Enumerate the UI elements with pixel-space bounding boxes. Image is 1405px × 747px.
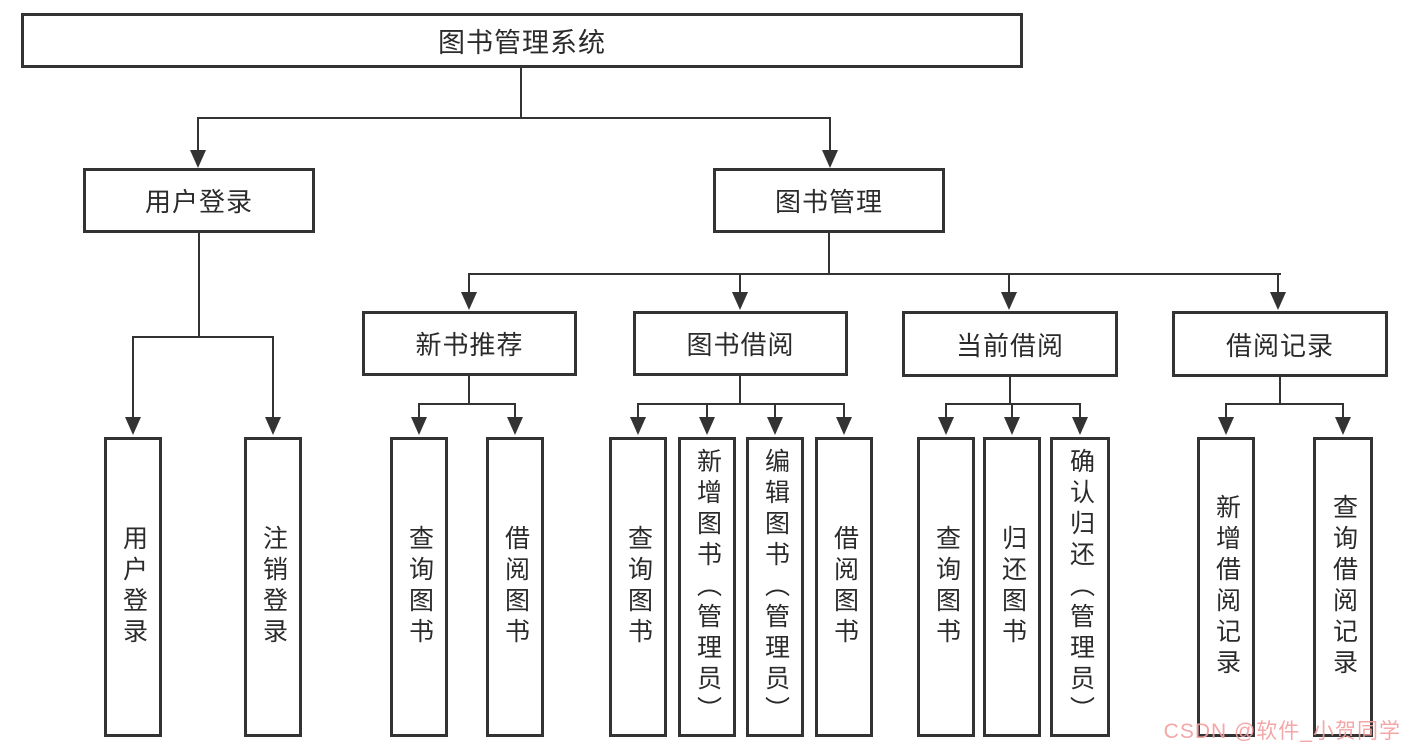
connector-line xyxy=(706,403,708,419)
arrow-down-icon xyxy=(1218,417,1234,435)
leaf-user-login: 用户登录 xyxy=(104,437,162,737)
connector-line xyxy=(1225,403,1344,405)
connector-line xyxy=(132,336,274,338)
connector-line xyxy=(774,403,776,419)
leaf-query-borrow-record: 查询借阅记录 xyxy=(1313,437,1373,737)
leaf-query-books-recommend: 查询图书 xyxy=(390,437,448,737)
leaf-edit-books-admin: 编辑图书（管理员） xyxy=(746,437,804,737)
node-book-borrow-label: 图书借阅 xyxy=(686,330,795,360)
arrow-down-icon xyxy=(767,417,783,435)
connector-line xyxy=(1011,403,1013,419)
node-current-borrow: 当前借阅 xyxy=(902,311,1118,377)
connector-line xyxy=(272,336,274,419)
arrow-down-icon xyxy=(411,417,427,435)
node-book-borrow: 图书借阅 xyxy=(633,311,848,376)
connector-line xyxy=(828,233,830,273)
connector-line xyxy=(945,403,1081,405)
connector-line xyxy=(468,273,470,294)
connector-line xyxy=(514,403,516,419)
connector-line xyxy=(1009,377,1011,403)
connector-line xyxy=(468,376,470,403)
arrow-down-icon xyxy=(1072,417,1088,435)
connector-line xyxy=(637,403,639,419)
arrow-down-icon xyxy=(190,150,206,168)
arrow-down-icon xyxy=(125,417,141,435)
arrow-down-icon xyxy=(507,417,523,435)
arrow-down-icon xyxy=(699,417,715,435)
connector-line xyxy=(739,376,741,403)
leaf-add-borrow-record: 新增借阅记录 xyxy=(1197,437,1255,737)
arrow-down-icon xyxy=(461,292,477,310)
csdn-watermark: CSDN @软件_小贺同学 xyxy=(1163,720,1401,743)
connector-line xyxy=(739,273,741,294)
connector-line xyxy=(418,403,420,419)
node-root: 图书管理系统 xyxy=(21,13,1023,68)
connector-line xyxy=(1342,403,1344,419)
connector-line xyxy=(829,117,831,152)
connector-line xyxy=(197,117,831,119)
connector-line xyxy=(1008,273,1010,294)
connector-line xyxy=(1079,403,1081,419)
arrow-down-icon xyxy=(938,417,954,435)
node-new-book-recommend: 新书推荐 xyxy=(362,311,577,376)
leaf-borrow-books: 借阅图书 xyxy=(815,437,873,737)
connector-line xyxy=(843,403,845,419)
arrow-down-icon xyxy=(1335,417,1351,435)
node-user-login: 用户登录 xyxy=(83,168,315,233)
connector-line xyxy=(945,403,947,419)
connector-line xyxy=(1279,377,1281,403)
node-user-login-label: 用户登录 xyxy=(144,187,253,217)
leaf-return-books: 归还图书 xyxy=(983,437,1041,737)
connector-line xyxy=(637,403,845,405)
arrow-down-icon xyxy=(732,292,748,310)
arrow-down-icon xyxy=(265,417,281,435)
connector-line xyxy=(418,403,516,405)
leaf-query-books-current: 查询图书 xyxy=(917,437,975,737)
arrow-down-icon xyxy=(630,417,646,435)
connector-line xyxy=(197,117,199,152)
leaf-add-books-admin: 新增图书（管理员） xyxy=(678,437,736,737)
connector-line xyxy=(468,273,1281,275)
node-book-management-label: 图书管理 xyxy=(774,187,883,217)
leaf-borrow-books-recommend: 借阅图书 xyxy=(486,437,544,737)
arrow-down-icon xyxy=(1004,417,1020,435)
connector-line xyxy=(132,336,134,419)
connector-line xyxy=(1225,403,1227,419)
node-root-label: 图书管理系统 xyxy=(438,28,606,58)
connector-line xyxy=(1277,273,1279,294)
arrow-down-icon xyxy=(822,150,838,168)
connector-line xyxy=(520,68,522,118)
node-borrow-records-label: 借阅记录 xyxy=(1225,330,1334,361)
node-borrow-records: 借阅记录 xyxy=(1172,311,1388,377)
node-book-management: 图书管理 xyxy=(713,168,945,233)
leaf-query-books-borrow: 查询图书 xyxy=(609,437,667,737)
arrow-down-icon xyxy=(836,417,852,435)
node-current-borrow-label: 当前借阅 xyxy=(955,330,1064,361)
leaf-confirm-return-admin: 确认归还（管理员） xyxy=(1050,437,1110,737)
connector-line xyxy=(198,233,200,336)
arrow-down-icon xyxy=(1001,292,1017,310)
arrow-down-icon xyxy=(1270,292,1286,310)
leaf-logout: 注销登录 xyxy=(244,437,302,737)
node-new-book-recommend-label: 新书推荐 xyxy=(415,330,524,360)
